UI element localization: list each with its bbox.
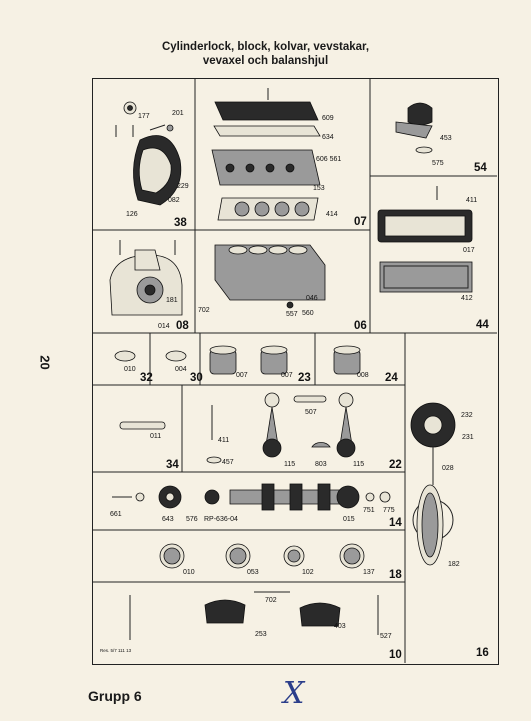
part-label: 010 [124, 366, 136, 373]
group-label: 32 [140, 372, 153, 384]
part-crankshaft [112, 483, 391, 511]
part-label: 403 [334, 623, 346, 630]
part-label: 457 [222, 459, 234, 466]
part-label: 014 [158, 323, 170, 330]
part-oil-breather [395, 102, 433, 154]
part-label: 010 [183, 569, 195, 576]
part-label: 609 [322, 115, 334, 122]
part-label: 115 [284, 461, 295, 468]
part-pistons-rings [114, 345, 361, 375]
part-label: 053 [247, 569, 259, 576]
part-label: 606 561 [316, 156, 341, 163]
group-label: 22 [389, 459, 402, 471]
part-label: 153 [313, 185, 325, 192]
part-front-plate [109, 240, 183, 316]
part-cylinder-head [211, 88, 321, 221]
group-label: 10 [389, 649, 402, 661]
part-timing-cover [115, 101, 182, 206]
handwritten-mark: X [283, 676, 305, 711]
part-label: 411 [466, 197, 477, 204]
part-engine-block [214, 244, 326, 309]
part-label: 507 [305, 409, 317, 416]
part-number-labels: 177 201 229 082 126 609 634 606 561 153 … [100, 110, 477, 653]
part-label: 643 [162, 516, 174, 523]
part-label: 576 [186, 516, 198, 523]
group-label: 30 [190, 372, 203, 384]
part-label: 102 [302, 569, 314, 576]
part-label: 011 [150, 433, 161, 440]
part-label: 803 [315, 461, 327, 468]
group-label: 38 [174, 217, 187, 229]
part-label: 181 [166, 297, 178, 304]
group-label: 07 [354, 216, 367, 228]
part-label: 527 [380, 633, 392, 640]
group-label: 54 [474, 162, 487, 174]
part-label: 177 [138, 113, 150, 120]
part-label: 560 [302, 310, 314, 317]
group-label: 18 [389, 569, 402, 581]
diagram-grid-lines [92, 78, 497, 663]
part-label: 453 [440, 135, 452, 142]
part-label: 115 [353, 461, 364, 468]
part-flywheel [410, 402, 456, 566]
part-label: 182 [448, 561, 460, 568]
part-label: 412 [461, 295, 473, 302]
part-label: 229 [177, 183, 189, 190]
page-title-line2: vevaxel och balanshjul [202, 55, 329, 67]
part-label: 661 [110, 511, 122, 518]
page-title-line1: Cylinderlock, block, kolvar, vevstakar, [161, 41, 370, 53]
part-label: 702 [198, 307, 210, 314]
part-label: 775 [383, 507, 395, 514]
part-label: RP-636-04 [204, 516, 238, 523]
group-label: 08 [176, 320, 189, 332]
part-label: 015 [343, 516, 355, 523]
group-label: 44 [476, 319, 489, 331]
part-label: 046 [306, 295, 318, 302]
part-label: 634 [322, 134, 334, 141]
part-label: 411 [218, 437, 229, 444]
parts-diagram-frame [92, 78, 499, 665]
part-valve-cover [377, 186, 473, 293]
group-label: 34 [166, 459, 179, 471]
group-footer: Grupp 6 [88, 688, 142, 704]
part-label: 557 [286, 311, 298, 318]
part-label: 231 [462, 434, 474, 441]
part-main-bearings [159, 543, 365, 569]
part-label: 232 [461, 412, 473, 419]
part-label: 007 [236, 372, 248, 379]
part-label: 017 [463, 247, 475, 254]
part-label: 702 [265, 597, 277, 604]
part-connecting-rods [119, 392, 356, 464]
group-label: 23 [298, 372, 311, 384]
part-label: 082 [168, 197, 180, 204]
group-label: 16 [476, 647, 489, 659]
part-label: 008 [357, 372, 369, 379]
part-bearing-caps [129, 591, 379, 640]
part-label: 253 [255, 631, 267, 638]
part-label: 126 [126, 211, 138, 218]
part-label: 575 [432, 160, 444, 167]
part-label: 751 [363, 507, 375, 514]
reference-note: Res. 5/7 111 13 [100, 648, 132, 653]
part-label: 004 [175, 366, 187, 373]
part-label: 201 [172, 110, 184, 117]
group-label: 14 [389, 517, 402, 529]
group-label: 06 [354, 320, 367, 332]
part-label: 414 [326, 211, 338, 218]
part-label: 028 [442, 465, 454, 472]
part-label: 007 [281, 372, 293, 379]
group-label: 24 [385, 372, 398, 384]
group-number-labels: 38 07 54 44 08 06 32 30 23 24 34 22 14 1… [140, 162, 489, 661]
part-label: 137 [363, 569, 375, 576]
